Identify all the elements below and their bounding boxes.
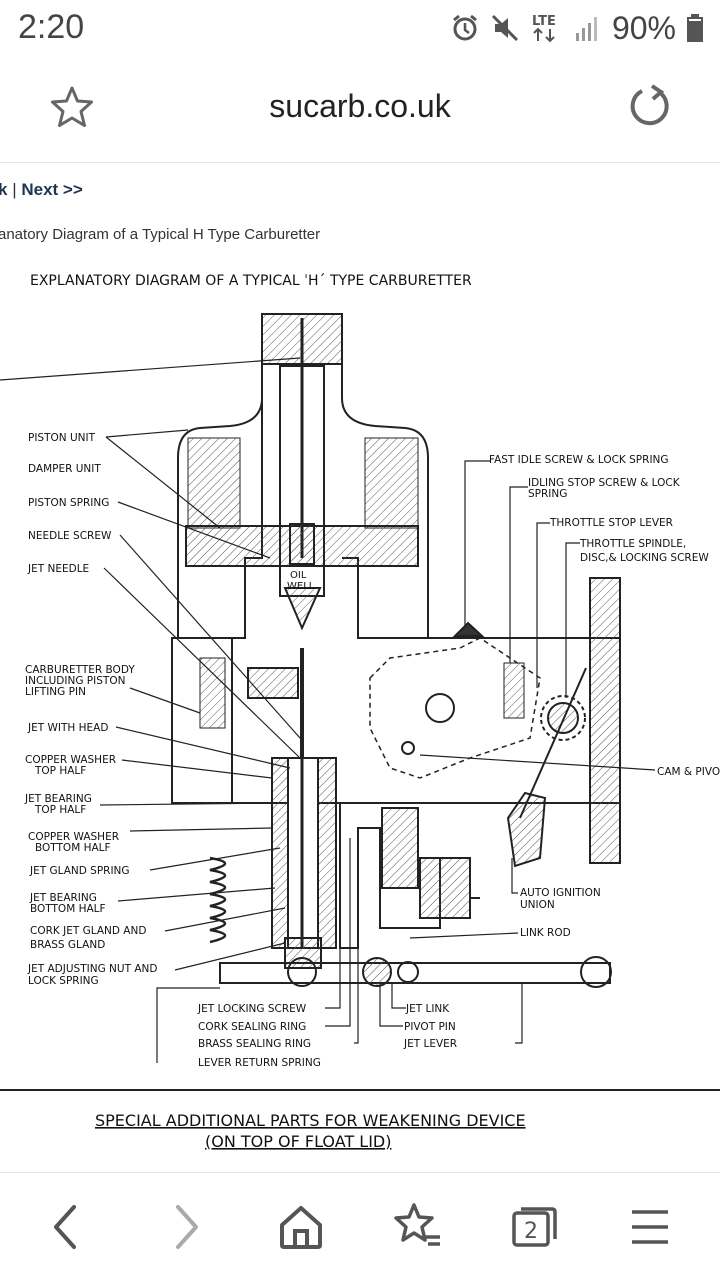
url-text[interactable]: sucarb.co.uk	[269, 88, 451, 124]
diagram-title: EXPLANATORY DIAGRAM OF A TYPICAL ˈHˊ TYP…	[30, 273, 472, 289]
svg-text:WELL: WELL	[287, 581, 315, 592]
label-lock-spring: LOCK SPRING	[28, 975, 99, 987]
battery-icon	[687, 14, 703, 42]
left-labels: PISTON UNIT DAMPER UNIT PISTON SPRING NE…	[24, 432, 157, 987]
right-labels: FAST IDLE SCREW & LOCK SPRING IDLING STO…	[489, 454, 720, 939]
leader-lines	[0, 357, 656, 1063]
label-damper-unit: DAMPER UNIT	[28, 463, 101, 475]
label-jet-bearing: JET BEARING	[24, 793, 92, 805]
tabs-icon: 2	[512, 1207, 557, 1247]
label-union: UNION	[520, 899, 555, 911]
lte-label: LTE	[532, 14, 556, 29]
label-brass-sealing-ring: BRASS SEALING RING	[198, 1038, 311, 1050]
tabs-button[interactable]: 2	[506, 1199, 562, 1255]
label-piston-unit: PISTON UNIT	[28, 432, 96, 444]
label-disc-locking-screw: DISC,& LOCKING SCREW	[580, 552, 709, 564]
signal-icon	[575, 17, 597, 41]
label-top-half: TOP HALF	[34, 765, 86, 777]
label-top-half-2: TOP HALF	[34, 804, 86, 816]
special-line-2: (ON TOP OF FLOAT LID)	[205, 1132, 392, 1151]
label-jet-with-head: JET WITH HEAD	[27, 722, 108, 734]
svg-text:OIL: OIL	[290, 570, 307, 581]
status-bar: 2:20 LTE 90%	[0, 0, 720, 56]
label-needle-screw: NEEDLE SCREW	[28, 530, 112, 542]
special-line-1: SPECIAL ADDITIONAL PARTS FOR WEAKENING D…	[95, 1111, 526, 1130]
tab-count: 2	[524, 1219, 538, 1244]
label-bottom-half: BOTTOM HALF	[35, 842, 111, 854]
label-piston-spring: PISTON SPRING	[28, 497, 109, 509]
menu-icon[interactable]	[622, 1199, 678, 1255]
page-caption: anatory Diagram of a Typical H Type Carb…	[0, 226, 321, 243]
label-fast-idle-screw: FAST IDLE SCREW & LOCK SPRING	[489, 454, 669, 466]
label-brass-gland: BRASS GLAND	[30, 939, 105, 951]
label-jet-locking-screw: JET LOCKING SCREW	[197, 1003, 307, 1015]
lte-icon: LTE	[532, 14, 556, 43]
label-link-rod: LINK ROD	[520, 927, 571, 939]
status-icons: LTE 90%	[450, 8, 704, 48]
special-parts-caption: SPECIAL ADDITIONAL PARTS FOR WEAKENING D…	[95, 1111, 526, 1151]
label-copper-washer-2: COPPER WASHER	[28, 831, 119, 843]
diagram-text: EXPLANATORY DIAGRAM OF A TYPICAL ˈHˊ TYP…	[30, 273, 472, 289]
diagram-svg: EXPLANATORY DIAGRAM OF A TYPICAL ˈHˊ TYP…	[0, 273, 720, 1151]
label-lifting-pin: LIFTING PIN	[25, 686, 86, 698]
carburetter-drawing	[171, 313, 621, 988]
label-cork-sealing-ring: CORK SEALING RING	[198, 1021, 306, 1033]
label-cam-pivot: CAM & PIVOT	[657, 766, 720, 778]
label-jet-link: JET LINK	[405, 1003, 450, 1015]
label-bottom-half-2: BOTTOM HALF	[30, 903, 106, 915]
label-throttle-stop-lever: THROTTLE STOP LEVER	[549, 517, 673, 529]
label-cork-jet-gland: CORK JET GLAND AND	[30, 925, 146, 937]
browser-url-bar: sucarb.co.uk	[0, 56, 720, 163]
label-idling-stop-screw: IDLING STOP SCREW & LOCK	[528, 477, 681, 489]
status-time: 2:20	[18, 8, 85, 46]
battery-percent: 90%	[611, 9, 676, 46]
back-icon[interactable]	[38, 1199, 94, 1255]
prev-link[interactable]: k	[0, 180, 8, 199]
label-jet-needle: JET NEEDLE	[27, 563, 89, 575]
star-icon[interactable]	[48, 84, 96, 132]
label-jet-gland-spring: JET GLAND SPRING	[29, 865, 130, 877]
label-lever-return-spring: LEVER RETURN SPRING	[198, 1057, 321, 1069]
label-jet-bearing-2: JET BEARING	[29, 892, 97, 904]
label-jet-adjusting-nut: JET ADJUSTING NUT AND	[27, 963, 157, 975]
label-idling-spring: SPRING	[528, 488, 567, 500]
home-icon[interactable]	[273, 1199, 329, 1255]
label-carburetter-body: CARBURETTER BODY	[25, 664, 135, 676]
oil-well-label: OIL WELL	[287, 570, 315, 592]
label-jet-lever: JET LEVER	[403, 1038, 457, 1050]
bottom-labels: JET LOCKING SCREW CORK SEALING RING BRAS…	[197, 1003, 457, 1069]
page-nav-links: k | Next >>	[0, 180, 83, 200]
label-including-piston: INCLUDING PISTON	[25, 675, 125, 687]
bookmarks-icon[interactable]	[390, 1199, 446, 1255]
label-auto-ignition: AUTO IGNITION	[520, 887, 601, 899]
alarm-icon	[453, 14, 477, 41]
label-copper-washer: COPPER WASHER	[25, 754, 116, 766]
browser-bottom-bar: 2	[0, 1172, 720, 1281]
nav-separator: |	[12, 180, 17, 199]
forward-icon[interactable]	[158, 1199, 214, 1255]
mute-icon	[491, 14, 519, 42]
label-throttle-spindle: THROTTLE SPINDLE,	[579, 538, 686, 550]
label-pivot-pin: PIVOT PIN	[404, 1021, 456, 1033]
carburetter-diagram: EXPLANATORY DIAGRAM OF A TYPICAL ˈHˊ TYP…	[0, 258, 720, 1170]
next-link[interactable]: Next >>	[21, 180, 83, 199]
reload-icon[interactable]	[624, 82, 674, 132]
